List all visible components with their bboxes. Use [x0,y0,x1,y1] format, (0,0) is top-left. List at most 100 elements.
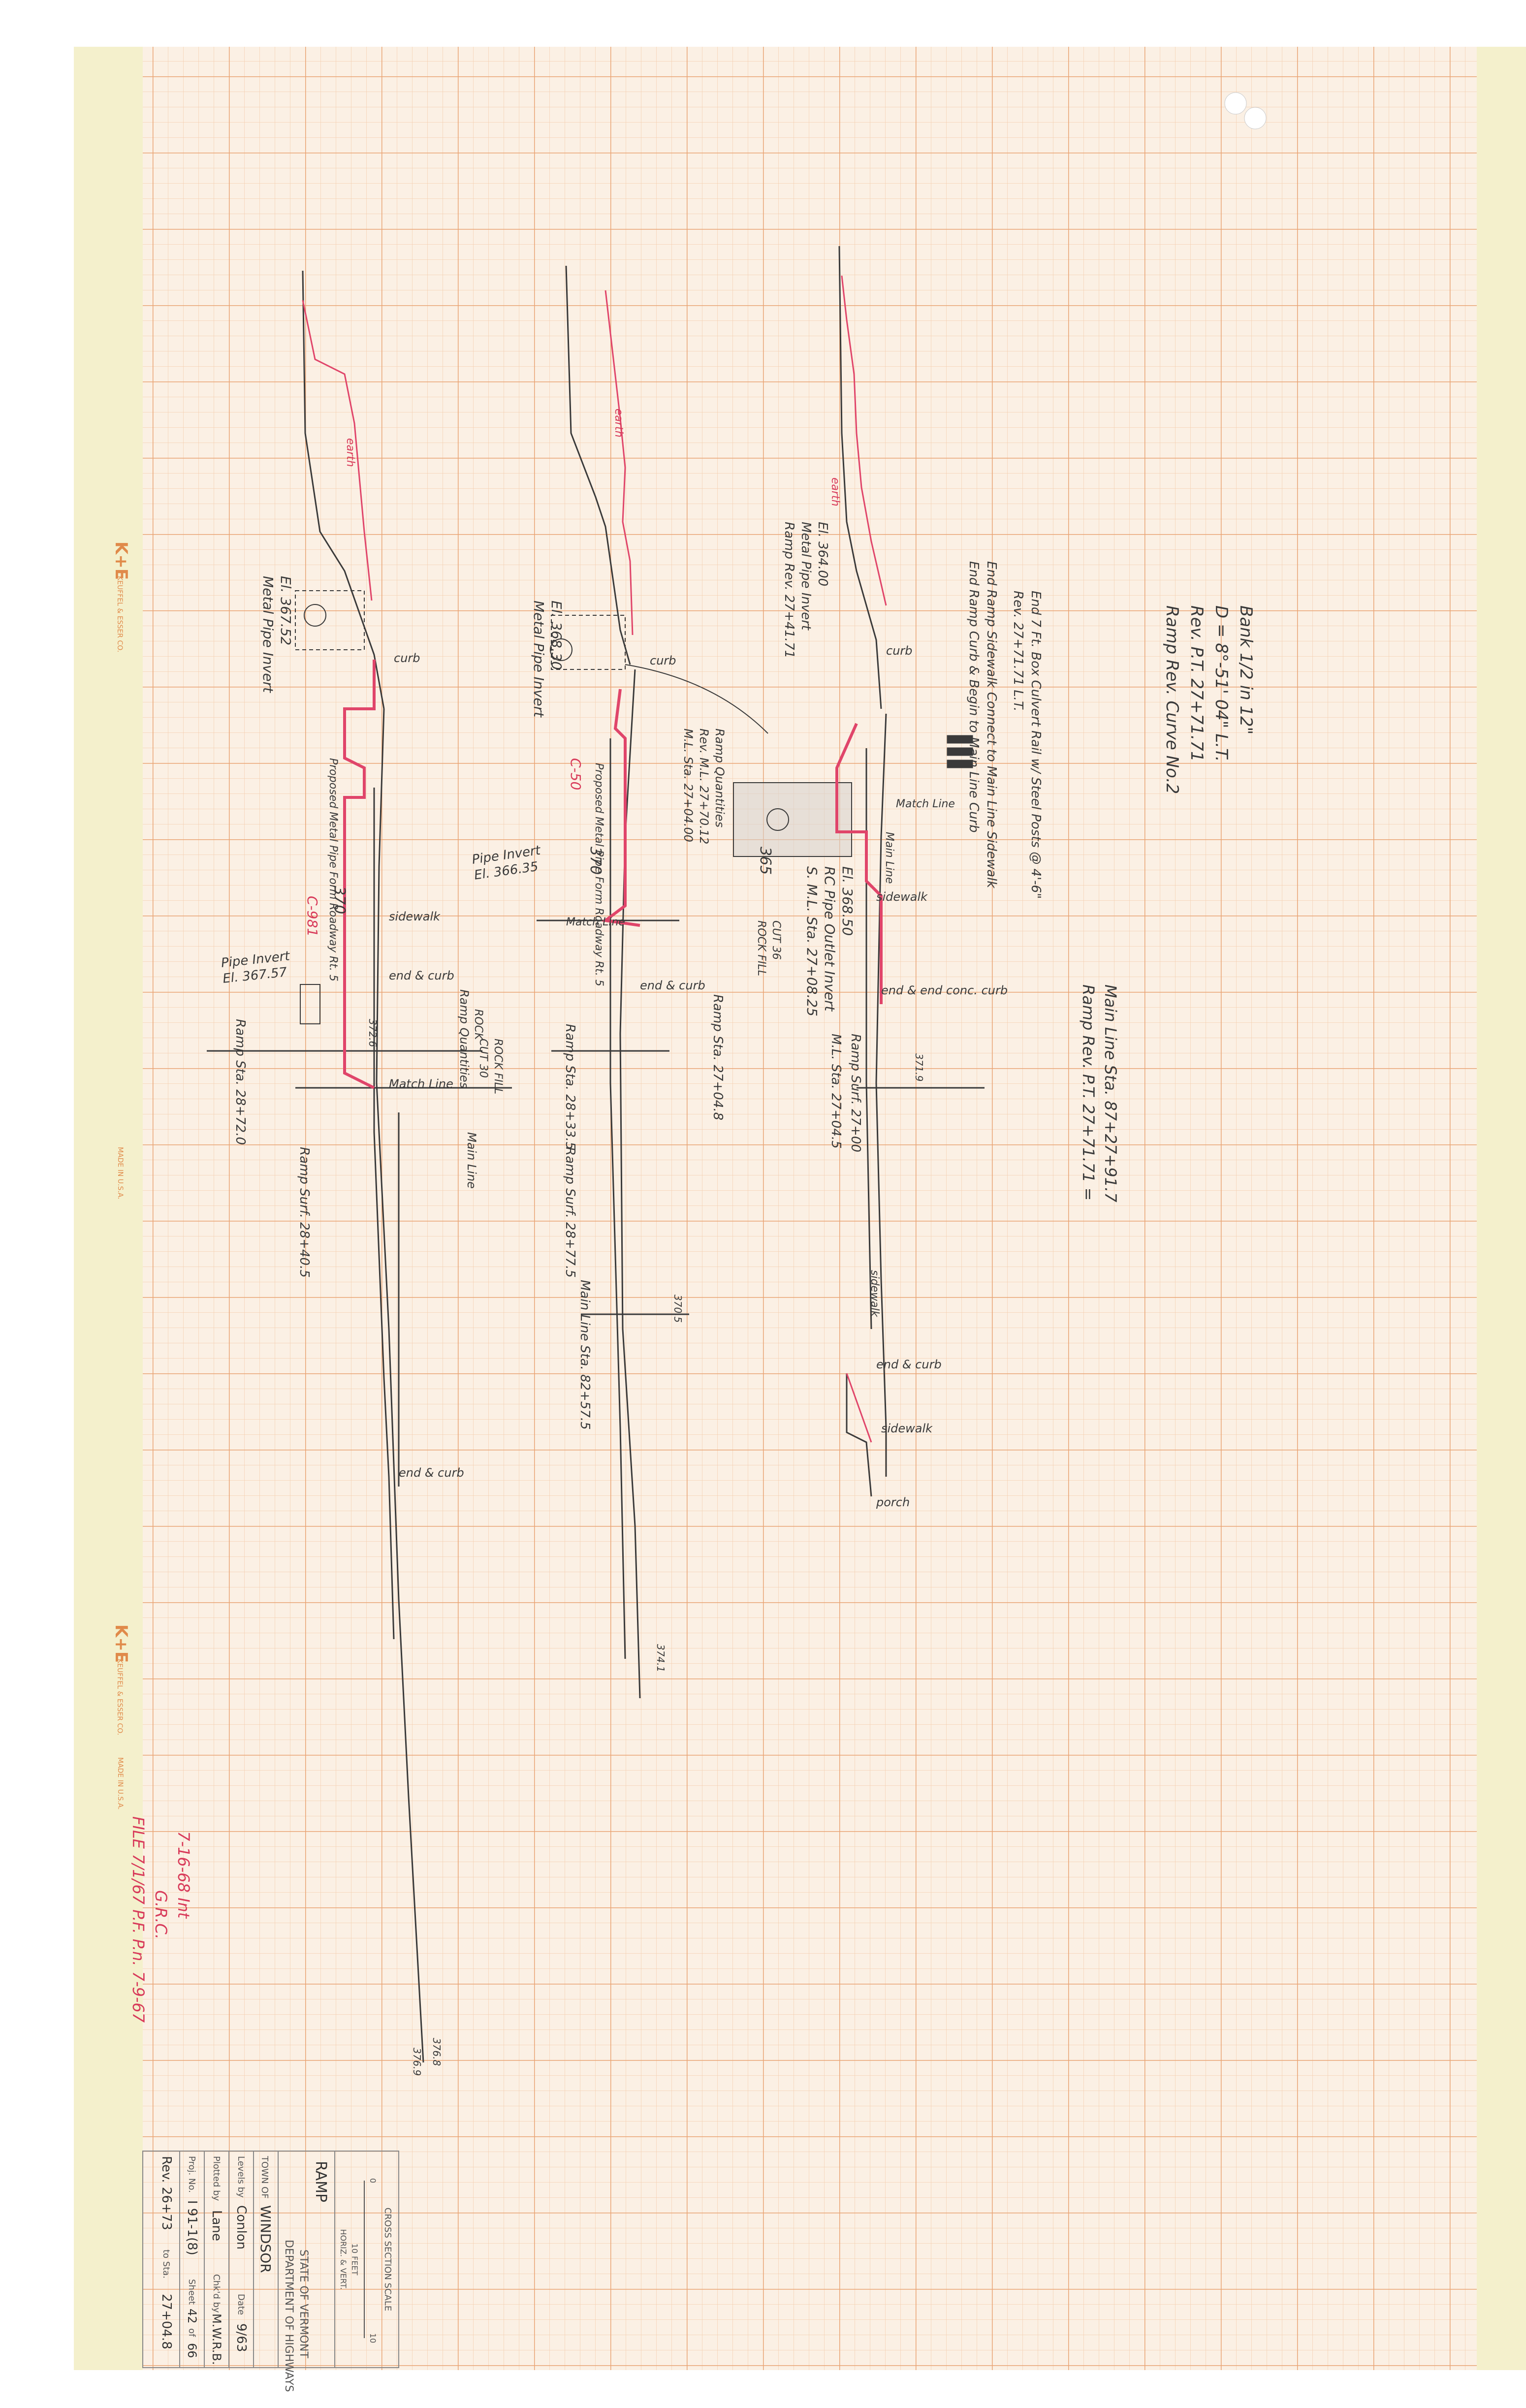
sheet-value: 42 [185,2309,199,2324]
elev-376-8: 376.8 [431,2038,443,2066]
elev-371-9: 371.9 [913,1053,925,1081]
rock-fill: ROCK FILL [755,920,767,976]
metal-pipe-callout-mid: Metal Pipe Invert El. 368.30 [531,601,565,718]
elev-372-6: 372.6 [367,1019,379,1047]
ramp-pt: Ramp Rev. P.T. 27+71.71 = [1079,984,1098,1201]
end-curb-label-2: end & curb [640,979,705,992]
levels-value: Conlon [234,2205,249,2250]
scale-box [334,2151,399,2368]
levels-label: Levels by [236,2156,246,2198]
end-conc-curb-label: end & end conc. curb [881,983,1008,997]
elev-365: 365 [757,847,774,875]
ml-block-callout: M.L. Sta. 27+04.00 Rev. M.L. 27+70.12 Ra… [681,729,727,844]
ramp-sta-2: Ramp Sta. 28+33.5 [563,1024,577,1150]
ramp-quantities-left: Ramp Quantities CUT 30 ROCK FILL ROCK [457,989,504,1094]
pipe-stub-left [300,984,320,1024]
ramp-sta-3-text: Ramp Sta. 27+04.8 [710,994,725,1120]
sta-from: Rev. 26+73 [159,2156,174,2230]
cut-36: CUT 36 [770,920,782,960]
curve-degree: D = 8°-51' 04" L.T. [1211,605,1231,762]
profile-line-left-2 [373,788,395,1640]
metal-pipe-callout-left: Metal Pipe Invert El. 367.52 [260,576,294,693]
end-curb-label-4: end & curb [876,1358,942,1371]
ramp-surf-3-text: Ramp Surf. 27+00 [848,1034,863,1152]
elev-370-a: 370 [331,886,348,914]
to-label: to Sta. [161,2250,171,2279]
made-in-usa-mark: MADE IN U.S.A. [116,1757,124,1810]
section-right [733,246,985,1497]
main-line-label-1: Main Line [465,1132,478,1189]
curb-label-2: curb [650,654,676,667]
ramp-sta-3: Ramp Sta. 27+04.8 [710,994,725,1120]
el-368-50: El. 368.50 [839,866,856,936]
sta-to: 27+04.8 [159,2294,174,2349]
elev-374-1: 374.1 [655,1644,667,1672]
punch-hole [1244,107,1267,129]
red-file-stamp: FILE 7/1/67 P.F. P.n. 7-9-67 G.R.C. 7-16… [129,1816,193,2023]
ramp-rev-callout: Ramp Rev. 27+41.71 Metal Pipe Invert El.… [782,522,830,658]
end-curb-label-3: end & curb [399,1466,464,1480]
rev-sta-note: Rev. 27+71.71 L.T. [1011,591,1025,711]
scale-10-feet: 10 FEET [350,2244,359,2276]
made-in-usa-mark: MADE IN U.S.A. [116,1147,124,1200]
scale-title: CROSS SECTION SCALE [382,2208,393,2312]
grid-major [143,47,1477,2370]
ramp-sta-2-text: Ramp Sta. 28+33.5 [563,1024,577,1150]
proj-label: Proj. No. [187,2156,197,2193]
profile-line-right [875,713,887,1477]
end-curb-label-1: end & curb [389,969,454,982]
ke-brand-bottom: K+E KEUFFEL & ESSER CO. [111,1624,131,1735]
metal-pipe-invert-left: Metal Pipe Invert [260,576,276,693]
curve-bank: Bank 1/2 in 12" [1236,605,1256,734]
ramp-surf-1-text: Ramp Surf. 28+40.5 [297,1147,312,1278]
ramp-pt-block: Ramp Rev. P.T. 27+71.71 = Main Line Sta.… [1079,984,1120,1203]
curve-title: Ramp Rev. Curve No.2 [1162,605,1182,794]
ramp-surf-2-text: Ramp Surf. 28+77.5 [563,1147,577,1278]
end-ramp-callouts: End Ramp Curb & Begin to Main Line Curb … [966,561,1043,899]
slot-marks [947,735,973,744]
ke-logo-text: K+E [111,541,131,580]
red-curb-middle [602,689,640,927]
porch-line [846,1373,872,1497]
rc-pipe: RC Pipe Outlet Invert [822,866,838,1012]
profile-line-middle-2 [609,738,626,1659]
date-label: Date [236,2294,246,2315]
match-line-label-1: Match Line [389,1077,453,1091]
mainline-sta: Main Line Sta. 87+27+91.7 [1101,984,1120,1203]
ramp-quantities-2: Ramp Quantities [457,989,471,1088]
ml-sta-callout: S. M.L. Sta. 27+08.25 RC Pipe Outlet Inv… [804,866,856,1016]
sheet-label: Sheet [187,2279,197,2305]
proposed-metal-mid: Proposed Metal Pipe Form Roadway Rt. 5 [593,763,605,986]
ml-sta-3-text: Main Line Sta. 82+57.5 [577,1280,592,1430]
ground-line-left [302,270,385,709]
section-left-red [302,300,376,1089]
ground-line-right [838,246,882,709]
ke-sub-text: KEUFFEL & ESSER CO. [116,576,124,652]
proposed-metal-mid-text: Proposed Metal Pipe Form Roadway Rt. 5 [593,763,605,986]
made-in-usa-text: MADE IN U.S.A. [116,1147,124,1200]
section-middle-red [602,290,640,927]
plotted-label: Plotted by [211,2156,222,2201]
ml-sta-2: S. M.L. Sta. 27+08.25 [804,866,820,1016]
ml-rev-3: M.L. Sta. 27+04.5 Ramp Surf. 27+00 [828,1034,863,1152]
rock: ROCK [472,1009,484,1041]
sheet-of-value: 66 [185,2343,199,2358]
box-note: End 7 Ft. Box Culvert Rail w/ Steel Post… [1028,591,1043,899]
sidewalk-label-3: sidewalk [881,1422,933,1435]
porch-label: porch [876,1495,910,1509]
scale-horiz: HORIZ. & VERT. [339,2229,348,2289]
ml-rev-3-text: M.L. Sta. 27+04.5 [828,1034,843,1149]
c981-label: C-981 [304,896,320,937]
metal-pipe-invert-right: Metal Pipe Invert [798,522,813,631]
red-curb-right [835,723,883,1004]
stamp-line-3: 7-16-68 Int [174,1831,193,1919]
date-value: 9/63 [234,2323,249,2352]
ml-sta-3: Main Line Sta. 82+57.5 [577,1280,592,1430]
curve-pi: Rev. P.T. 27+71.71 [1187,605,1207,762]
ke-sub-text: KEUFFEL & ESSER CO. [116,1659,124,1735]
ke-brand-top: K+E KEUFFEL & ESSER CO. [111,541,131,652]
title-ramp: RAMP [312,2161,329,2202]
proposed-metal-left: Proposed Metal Pipe Form Roadway Rt. 5 [327,758,339,982]
match-line-label-3: Match Line [896,798,955,810]
